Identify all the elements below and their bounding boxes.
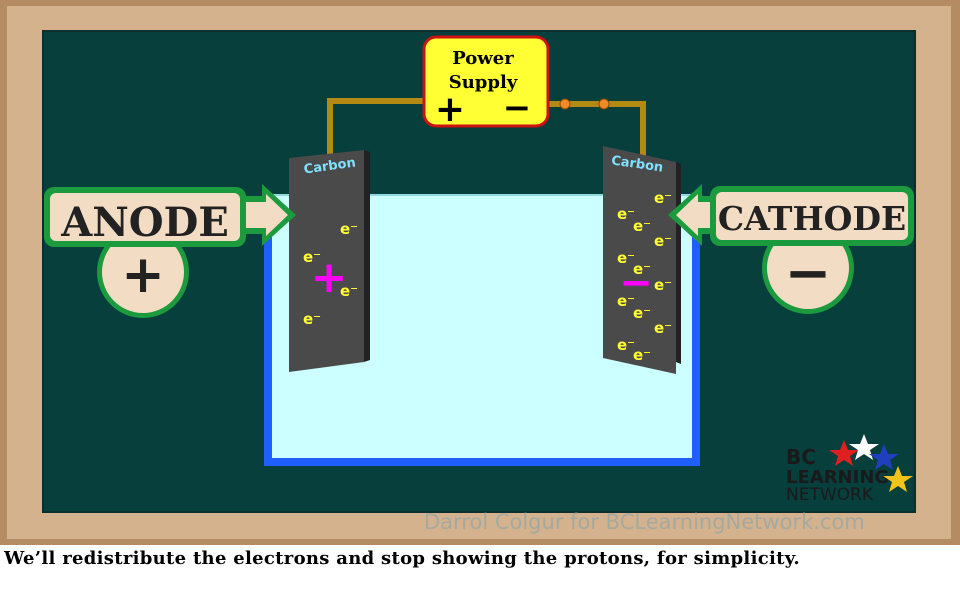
power-supply-label-line2: Supply [449,72,518,93]
logo-line2: LEARNING [786,467,889,488]
power-supply-plus-terminal: + [435,89,465,130]
cathode-label-group: CATHODE − [668,184,914,314]
anode-electrons: e⁻ e⁻ e⁻ e⁻ [303,220,358,328]
cathode-sign: − [785,241,832,306]
electrolysis-diagram: Power Supply + − Carbon Carbon ANODE + C… [44,35,914,505]
electron: e⁻ [654,276,672,294]
power-supply-minus-terminal: − [503,88,532,128]
cathode-electrode-face [603,146,676,374]
blue-star-icon [869,444,899,470]
bc-learning-network-logo: BC LEARNING NETWORK [786,434,913,505]
logo-line3: NETWORK [786,485,874,505]
slide-caption: We’ll redistribute the electrons and sto… [4,548,800,569]
cathode-electrode: Carbon [603,146,681,374]
electron: e⁻ [340,282,358,300]
anode-arrow [236,194,288,236]
anode-label-group: ANODE + [44,184,296,318]
cathode-electrode-label: Carbon [610,153,664,175]
red-star-icon [829,440,859,466]
electron: e⁻ [340,220,358,238]
cathode-label: CATHODE [718,199,906,238]
wire-connector-1 [559,98,571,110]
logo-line1: BC [786,445,816,469]
anode-label: ANODE [60,199,229,246]
anode-label-box [50,193,240,241]
wire-connector-2 [598,98,610,110]
anode-electrode-label: Carbon [303,155,357,177]
anode-electrode-face [289,150,364,372]
electron: e⁻ [303,248,321,266]
electron: e⁻ [654,232,672,250]
anode-positive-charge: + [311,252,348,303]
electron: e⁻ [654,319,672,337]
electron: e⁻ [617,249,635,267]
cathode-arrow [676,194,714,236]
cathode-sign-badge [767,227,849,309]
electron: e⁻ [617,292,635,310]
wire-cathode [548,101,646,158]
electron: e⁻ [633,217,651,235]
power-supply-label-line1: Power [452,48,514,69]
solution-surface [270,194,694,196]
electron: e⁻ [633,260,651,278]
anode-electrode-side [364,150,370,362]
electron: e⁻ [617,205,635,223]
electron: e⁻ [633,346,651,364]
electron: e⁻ [633,304,651,322]
anode-electrode: Carbon [289,150,370,372]
container-top-gap [264,178,700,194]
cathode-negative-charge: − [619,260,653,306]
circuit-wires [327,98,646,160]
electron: e⁻ [617,336,635,354]
white-star-icon [849,434,879,460]
power-supply-box [422,35,550,128]
cathode-electrode-side [676,162,681,364]
wire-anode [327,98,424,160]
cathode-label-box [716,192,908,240]
power-supply: Power Supply + − [422,35,550,130]
anode-sign-badge [102,231,184,313]
cathode-electrons: e⁻ e⁻ e⁻ e⁻ e⁻ e⁻ e⁻ e⁻ e⁻ e⁻ e⁻ e⁻ [617,189,672,364]
yellow-star-icon [883,466,913,492]
electron: e⁻ [654,189,672,207]
electron: e⁻ [303,310,321,328]
credit-watermark: Darrol Colgur for BCLearningNetwork.com [424,510,865,534]
anode-sign: + [121,245,165,305]
